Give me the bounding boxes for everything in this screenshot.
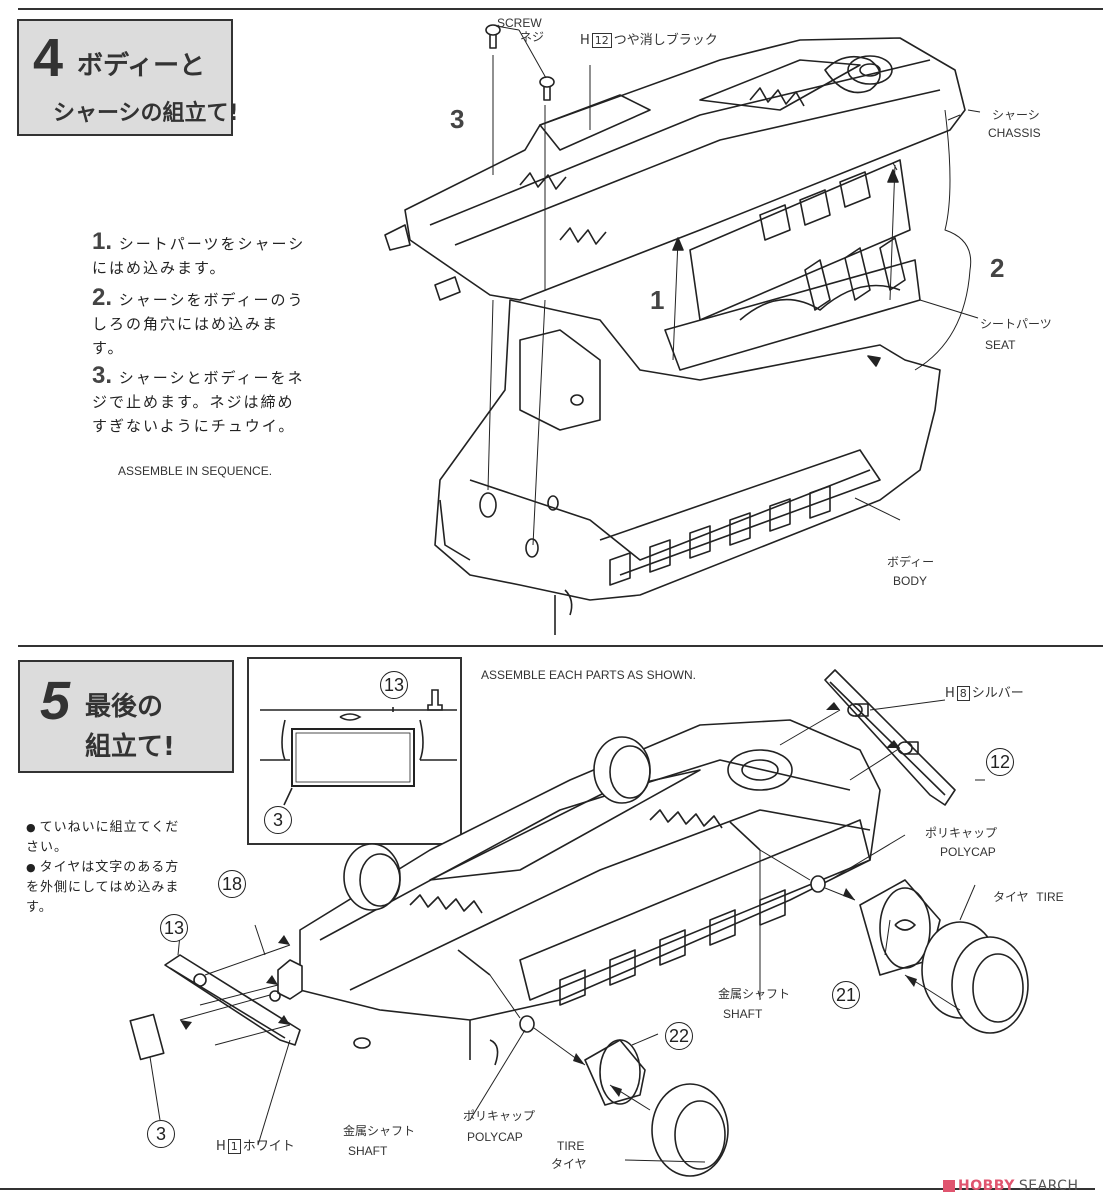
instruction-text: シャーシをボディーのうしろの角穴にはめ込みます。 bbox=[92, 291, 305, 357]
front-bumper-part bbox=[164, 954, 301, 1046]
step5-note-2: タイヤは文字のある方を外側にしてはめ込みます。 bbox=[26, 858, 186, 918]
step4-number: 4 bbox=[33, 28, 64, 88]
logo-brand-hobby: HOBBY bbox=[958, 1178, 1015, 1194]
part-13-inset: 13 bbox=[380, 671, 408, 699]
bottom-rule bbox=[0, 1188, 1095, 1190]
logo-brand-search: SEARCH bbox=[1018, 1178, 1079, 1194]
screw-label-en: SCREW bbox=[497, 16, 542, 30]
instruction-number: 1. bbox=[92, 228, 113, 255]
tire-label-rear: タイヤ TIRE bbox=[993, 888, 1064, 906]
tire-label-en-front: TIRE bbox=[557, 1139, 585, 1153]
rear-bumper-part bbox=[824, 669, 956, 806]
instruction-number: 2. bbox=[92, 284, 113, 311]
shaft-label-jp-front: 金属シャフト bbox=[343, 1124, 416, 1138]
paint-number: 8 bbox=[956, 686, 970, 701]
screw-icon bbox=[485, 24, 555, 101]
polycap-label-jp-rear: ポリキャップ bbox=[925, 826, 998, 840]
step4-title-line2: シャーシの組立て! bbox=[53, 101, 239, 126]
paint-number: 12 bbox=[591, 33, 612, 48]
section-divider bbox=[18, 645, 1103, 647]
metal-shaft-front bbox=[457, 949, 491, 976]
step5-title-line2: 組立て! bbox=[85, 732, 175, 762]
polycap-label-en-rear: POLYCAP bbox=[940, 845, 996, 859]
mounted-wheel bbox=[343, 736, 651, 911]
polycap-front bbox=[519, 1015, 535, 1033]
shaft-label-en-front: SHAFT bbox=[348, 1144, 388, 1158]
shaft-label-jp-rear: 金属シャフト bbox=[718, 987, 791, 1001]
wheel-22 bbox=[584, 1039, 646, 1106]
metal-shaft-rear bbox=[729, 821, 761, 851]
logo-icon bbox=[943, 1179, 955, 1192]
car-chassis-underside bbox=[299, 719, 881, 1066]
sequence-note: ASSEMBLE IN SEQUENCE. bbox=[118, 464, 273, 478]
step4-instruction-3: 3. シャーシとボディーをネジで止めます。ネジは締めすぎないようにチュウイ。 bbox=[92, 364, 307, 438]
screw-label-jp: ネジ bbox=[520, 30, 545, 44]
instruction-text: シャーシとボディーをネジで止めます。ネジは締めすぎないようにチュウイ。 bbox=[92, 369, 305, 435]
instruction-text: シートパーツをシャーシにはめ込みます。 bbox=[92, 235, 306, 277]
step4-assembly-drawing bbox=[384, 24, 981, 635]
callout-3: 3 bbox=[450, 104, 465, 134]
step5-number: 5 bbox=[40, 671, 71, 731]
step5-title-line1: 最後の bbox=[85, 692, 164, 722]
chassis-label-en: CHASSIS bbox=[988, 126, 1041, 140]
wheel-21 bbox=[859, 879, 941, 976]
step4-header-box: 4 ボディーと シャーシの組立て! bbox=[17, 19, 239, 136]
shaft-label-en-rear: SHAFT bbox=[723, 1007, 763, 1021]
paint-number: 1 bbox=[227, 1139, 241, 1154]
part-18 bbox=[269, 959, 303, 1002]
part-21: 21 bbox=[832, 981, 860, 1009]
paint-prefix: H bbox=[580, 33, 590, 48]
part-3: 3 bbox=[147, 1120, 175, 1148]
seat-label-en: SEAT bbox=[985, 338, 1016, 352]
assemble-note: ASSEMBLE EACH PARTS AS SHOWN. bbox=[481, 668, 696, 682]
body-label-jp: ボディー bbox=[887, 555, 935, 569]
rear-tires bbox=[921, 921, 1029, 1034]
part-3-inset: 3 bbox=[264, 806, 292, 834]
seat-label-jp: シートパーツ bbox=[980, 317, 1052, 331]
step4-instruction-2: 2. シャーシをボディーのうしろの角穴にはめ込みます。 bbox=[92, 286, 307, 360]
license-plate-part bbox=[129, 1013, 165, 1061]
step4-instruction-1: 1. シートパーツをシャーシにはめ込みます。 bbox=[92, 230, 307, 280]
body-part bbox=[434, 299, 941, 635]
part-18: 18 bbox=[218, 870, 246, 898]
top-rule bbox=[18, 8, 1103, 10]
polycap-label-en-front: POLYCAP bbox=[467, 1130, 523, 1144]
paint-name: ホワイト bbox=[242, 1139, 295, 1154]
paint-name: シルバー bbox=[971, 686, 1024, 701]
part-13: 13 bbox=[160, 914, 188, 942]
paint-prefix: H bbox=[945, 686, 955, 701]
tire-en: TIRE bbox=[1036, 890, 1064, 904]
front-tire bbox=[651, 1083, 729, 1177]
polycap-rear bbox=[810, 875, 826, 893]
step4-title-line1: ボディーと bbox=[77, 51, 206, 81]
polycap-label-jp-front: ポリキャップ bbox=[463, 1109, 536, 1123]
paint-prefix: H bbox=[216, 1139, 226, 1154]
step5-note-1: ていねいに組立てください。 bbox=[26, 818, 186, 858]
tire-jp: タイヤ bbox=[993, 890, 1029, 904]
callout-1: 1 bbox=[650, 285, 665, 315]
body-label-en: BODY bbox=[893, 574, 928, 588]
paint-name: つや消しブラック bbox=[613, 33, 718, 48]
callout-2: 2 bbox=[990, 253, 1005, 283]
part-22: 22 bbox=[665, 1022, 693, 1050]
tire-label-jp-front: タイヤ bbox=[551, 1157, 587, 1171]
part-12: 12 bbox=[986, 748, 1014, 776]
instruction-number: 3. bbox=[92, 362, 113, 389]
inset-detail-box bbox=[247, 657, 462, 845]
chassis-label-jp: シャーシ bbox=[992, 108, 1040, 122]
step5-header-box: 5 最後の 組立て! bbox=[18, 660, 234, 773]
